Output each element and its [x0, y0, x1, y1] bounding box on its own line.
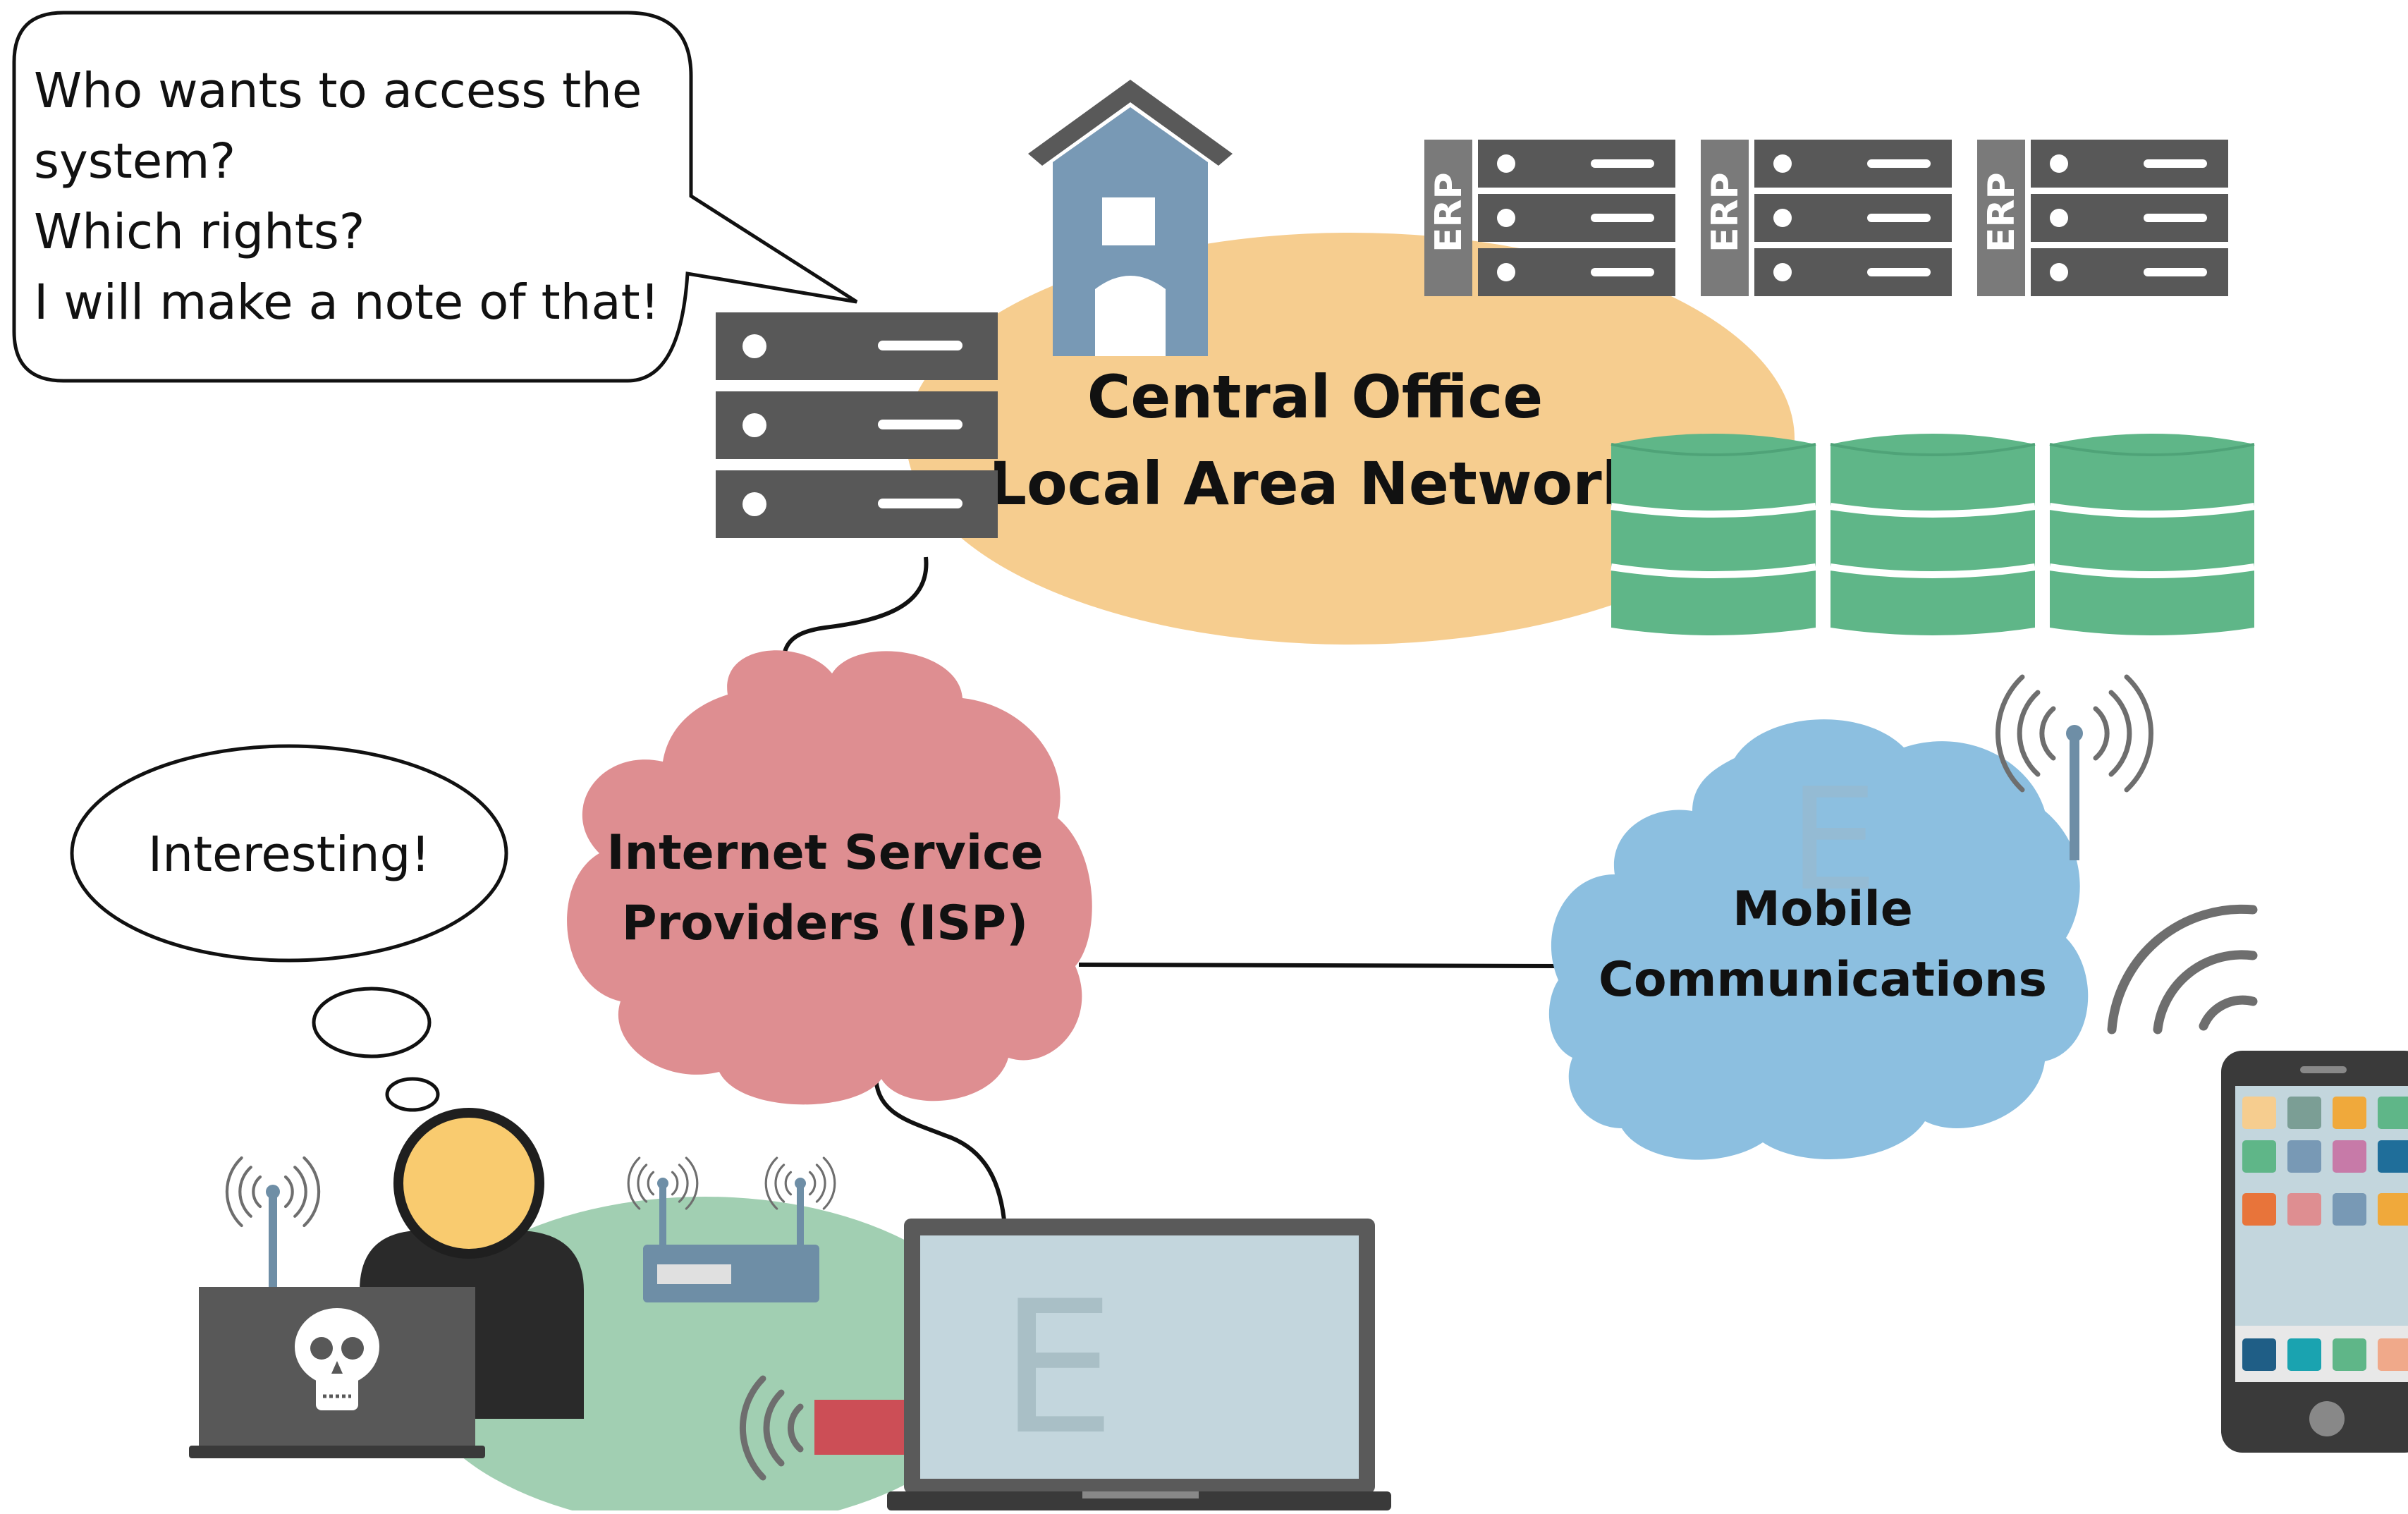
watermark-e-icon: E: [1789, 758, 1878, 922]
laptop-icon: [189, 1287, 485, 1458]
isp-cloud: Internet Service Providers (ISP): [567, 650, 1092, 1105]
database-icon: [1831, 434, 2035, 635]
central-office-lan: Central Office Local Area Network: [906, 80, 1795, 645]
database-group: [1611, 434, 2254, 635]
antenna-icon: [1998, 677, 2151, 860]
speech-line-3: Which rights?: [34, 204, 365, 260]
erp-label: ERP: [1981, 172, 2023, 252]
isp-label-line1: Internet Service: [606, 825, 1043, 881]
mobile-label-line2: Communications: [1599, 952, 2047, 1008]
speech-bubble: Who wants to access the system? Which ri…: [12, 11, 858, 383]
erp-server-2: ERP: [1701, 140, 1952, 296]
database-icon: [1611, 434, 1816, 635]
link-isp-laptop: [873, 1071, 1007, 1228]
thought-bubble: Interesting!: [70, 744, 508, 1112]
erp-server-3: ERP: [1977, 140, 2228, 296]
mobile-cloud: E Mobile Communications: [1548, 719, 2089, 1160]
lan-label-line2: Local Area Network: [989, 449, 1642, 518]
speech-line-4: I will make a note of that!: [34, 274, 659, 331]
skull-icon: [295, 1308, 379, 1410]
watermark-e-icon: E: [1000, 1262, 1116, 1475]
thought-text: Interesting!: [148, 826, 430, 883]
lan-label-line1: Central Office: [1087, 362, 1544, 432]
mobile-label-line1: Mobile: [1732, 881, 1913, 937]
erp-server-1: ERP: [1424, 140, 1675, 296]
server-icon: [716, 312, 998, 538]
erp-label: ERP: [1428, 172, 1470, 252]
erp-label: ERP: [1704, 172, 1747, 252]
house-icon: [1028, 80, 1233, 356]
router-icon: [627, 1156, 836, 1302]
erp-servers: ERP ERP ERP: [1424, 140, 2228, 296]
database-icon: [2050, 434, 2254, 635]
link-isp-mobile: [1078, 963, 1566, 968]
tablet-icon: [2221, 1051, 2408, 1453]
laptop-icon: E: [887, 1219, 1391, 1510]
speech-line-2: system?: [34, 133, 236, 190]
isp-label-line2: Providers (ISP): [622, 896, 1028, 951]
usb-stick-icon: [739, 1375, 920, 1481]
speech-line-1: Who wants to access the: [34, 63, 642, 119]
antenna-icon: [227, 1158, 319, 1290]
wifi-icon: [2107, 904, 2258, 1034]
